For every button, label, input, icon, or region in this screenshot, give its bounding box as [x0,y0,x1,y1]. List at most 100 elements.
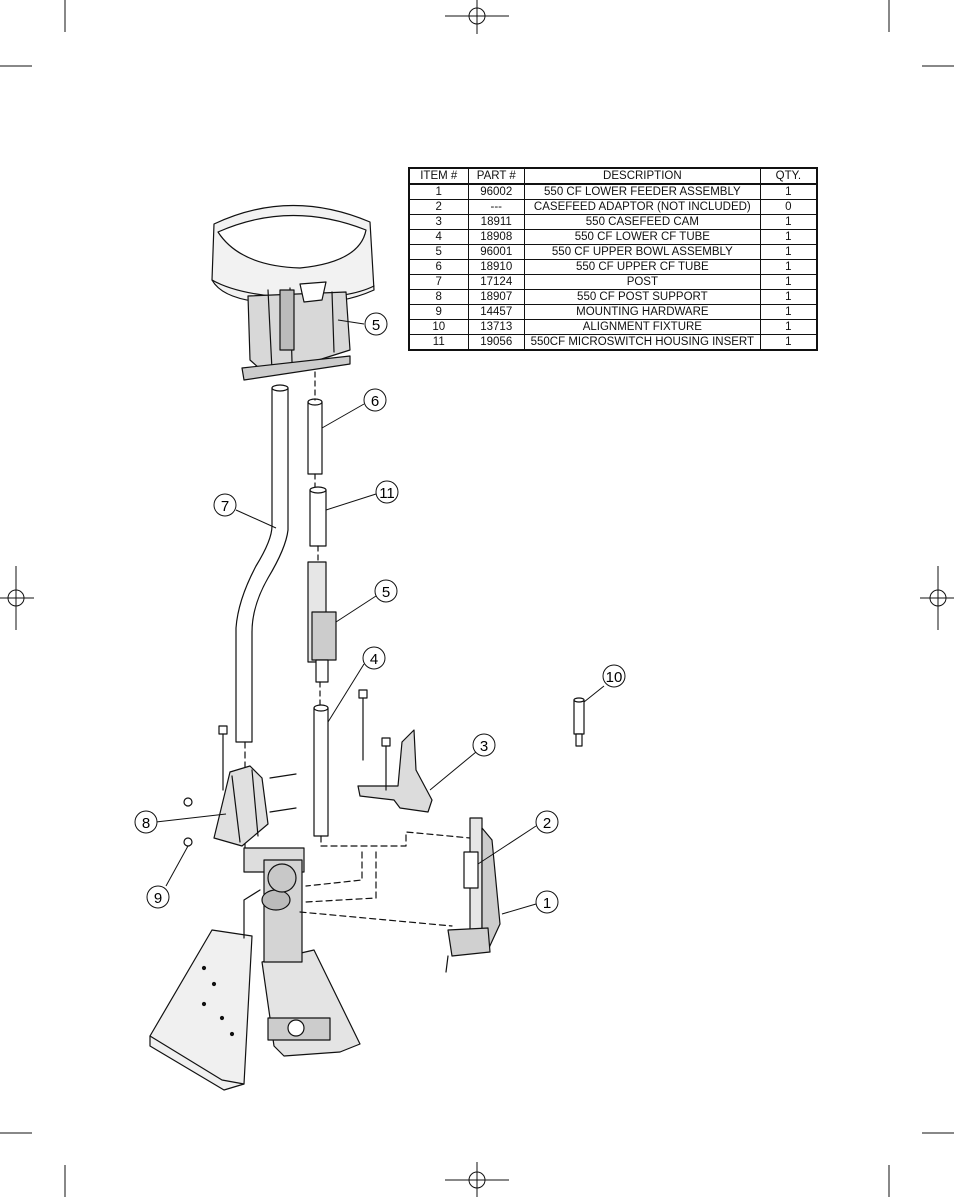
callout-4: 4 [362,646,386,670]
callout-10: 10 [602,664,626,688]
cell-item: 5 [408,244,469,260]
cell-qty: 1 [759,259,818,275]
callout-label: 6 [371,393,379,410]
registration-mark-left [0,566,34,630]
callout-1: 1 [535,890,559,914]
callout-9: 9 [146,885,170,909]
header-item: ITEM # [408,167,469,185]
callout-7: 7 [213,493,237,517]
cell-item: 9 [408,304,469,320]
cell-qty: 0 [759,199,818,215]
callout-5-upper: 5 [364,312,388,336]
callout-label: 1 [543,895,551,912]
cell-part: 13713 [467,319,525,335]
callout-label: 11 [379,485,395,502]
callout-3: 3 [472,733,496,757]
cell-description: 550 CF LOWER FEEDER ASSEMBLY [523,183,761,200]
cell-description: 550 CF UPPER BOWL ASSEMBLY [523,244,761,260]
callout-8: 8 [134,810,158,834]
callout-label: 8 [142,815,150,832]
cell-qty: 1 [759,183,818,200]
cell-description: ALIGNMENT FIXTURE [523,319,761,335]
header-qty: QTY. [759,167,818,185]
cell-qty: 1 [759,319,818,335]
registration-mark-top [445,0,509,34]
callout-6: 6 [363,388,387,412]
lower-cf-tube [313,704,471,847]
cell-item: 3 [408,214,469,230]
feeder-body [307,561,337,707]
cell-part: 19056 [467,334,525,351]
lower-feeder-assembly [445,817,501,973]
leader-lines [155,319,605,915]
cell-item: 10 [408,319,469,335]
table-header-row: ITEM # PART # DESCRIPTION QTY. [408,167,818,185]
header-part: PART # [467,167,525,185]
cell-description: 550 CF UPPER CF TUBE [523,259,761,275]
callout-label: 2 [543,815,551,832]
casefeed-cam [305,729,433,903]
cell-description: CASEFEED ADAPTOR (NOT INCLUDED) [523,199,761,215]
cell-item: 4 [408,229,469,245]
cell-item: 1 [408,183,469,200]
cell-qty: 1 [759,289,818,305]
post-support [213,765,269,847]
cell-qty: 1 [759,334,818,351]
cell-qty: 1 [759,229,818,245]
cell-part: 14457 [467,304,525,320]
callout-label: 7 [221,498,229,515]
stand-holes [201,965,235,1037]
registration-mark-right [920,566,954,630]
cell-description: POST [523,274,761,290]
cell-item: 6 [408,259,469,275]
callout-label: 9 [154,890,162,907]
cell-part: 18908 [467,229,525,245]
callout-11: 11 [375,480,399,504]
callout-label: 4 [370,651,378,668]
cell-item: 7 [408,274,469,290]
callout-5-lower: 5 [374,579,398,603]
cell-part: 96002 [467,183,525,200]
alignment-fixture [573,697,585,747]
cell-description: 550CF MICROSWITCH HOUSING INSERT [523,334,761,351]
cell-part: 17124 [467,274,525,290]
cell-description: MOUNTING HARDWARE [523,304,761,320]
cell-part: 96001 [467,244,525,260]
cell-part: --- [467,199,525,215]
cell-qty: 1 [759,244,818,260]
cell-qty: 1 [759,214,818,230]
callout-2: 2 [535,810,559,834]
callout-label: 10 [606,669,623,686]
cell-item: 11 [408,334,469,351]
mounting-bolts [183,689,391,847]
cell-part: 18907 [467,289,525,305]
cell-description: 550 CASEFEED CAM [523,214,761,230]
callout-balloons: 5 6 11 7 5 4 10 3 2 8 9 1 [134,312,626,914]
cell-item: 8 [408,289,469,305]
post [235,384,289,861]
cell-part: 18911 [467,214,525,230]
table-row: 2---CASEFEED ADAPTOR (NOT INCLUDED)0 [408,199,818,215]
press-stand [149,847,453,1091]
callout-label: 3 [480,738,488,755]
callout-label: 5 [372,317,380,334]
header-description: DESCRIPTION [523,167,761,185]
registration-mark-bottom [445,1162,509,1197]
cell-description: 550 CF LOWER CF TUBE [523,229,761,245]
cell-qty: 1 [759,304,818,320]
callout-label: 5 [382,584,390,601]
